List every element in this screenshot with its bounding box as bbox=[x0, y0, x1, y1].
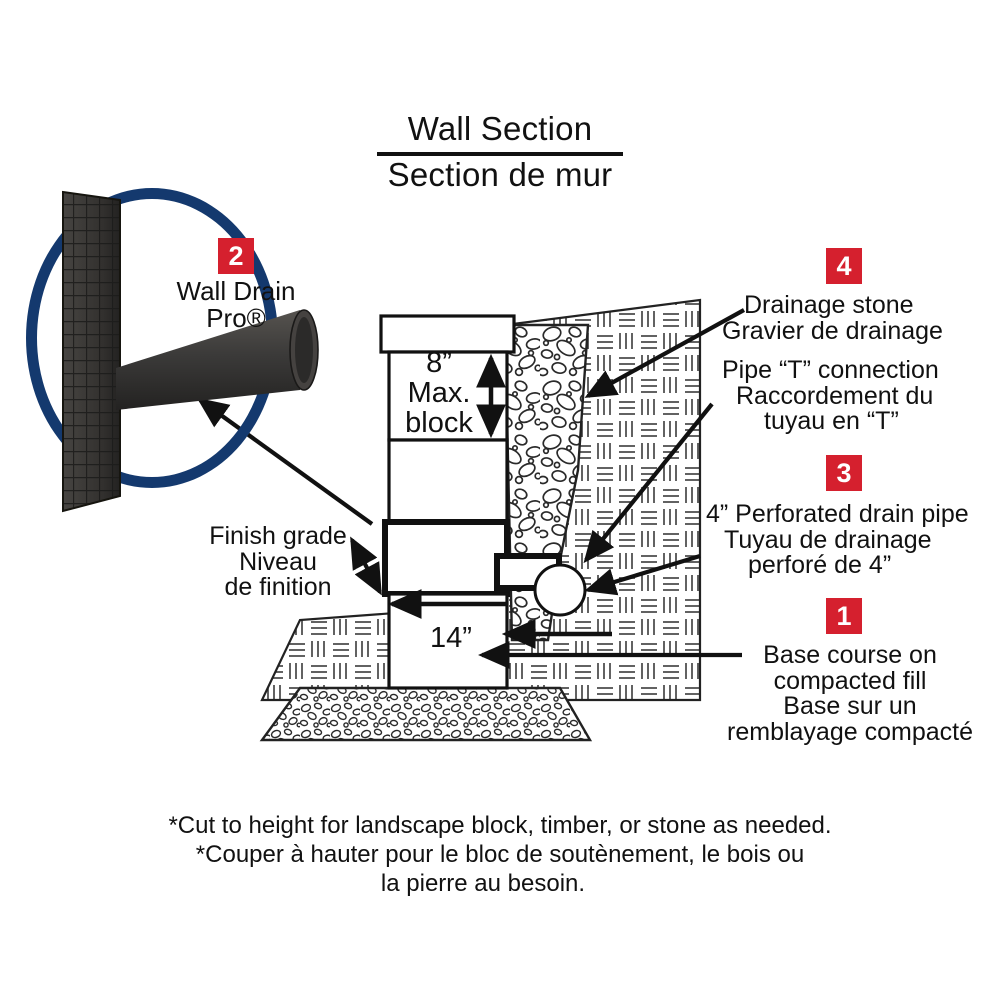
block-height-value: 8” bbox=[426, 347, 452, 379]
badge-1: 1 bbox=[826, 598, 862, 634]
base-course-french-2: remblayage compacté bbox=[727, 717, 973, 746]
wall-drain-pro-illustration: 2 Wall Drain Pro® bbox=[8, 178, 368, 538]
product-name-line2: Pro® bbox=[206, 302, 266, 333]
callout-drain-pipe: 4” Perforated drain pipe Tuyau de draina… bbox=[706, 500, 1000, 579]
pipe-t-english: Pipe “T” connection bbox=[722, 356, 939, 384]
base-course-french-1: Base sur un bbox=[783, 692, 917, 720]
pipe-t-french-1: Raccordement du bbox=[736, 381, 934, 410]
badge-3-wrap: 3 bbox=[826, 455, 862, 491]
leader-drain-pipe bbox=[584, 553, 701, 596]
title-divider bbox=[377, 151, 623, 156]
title-english: Wall Section bbox=[407, 110, 593, 147]
base-width-dimension bbox=[387, 589, 612, 649]
footnotes: *Cut to height for landscape block, timb… bbox=[0, 812, 1000, 898]
base-width-text: 14” bbox=[430, 622, 472, 654]
drain-pipe-english: 4” Perforated drain pipe bbox=[706, 500, 969, 528]
badge-1-wrap: 1 bbox=[826, 598, 862, 634]
callout-base-course: Base course on compacted fill Base sur u… bbox=[700, 641, 1000, 746]
block-height-note-1: Max. bbox=[407, 377, 471, 410]
badge-3: 3 bbox=[826, 455, 862, 491]
drain-pipe-french-2: perforé de 4” bbox=[748, 551, 892, 579]
buried-block-course bbox=[382, 519, 510, 597]
block-height-note-2: block bbox=[405, 407, 473, 440]
base-course-english-1: Base course on bbox=[763, 641, 937, 669]
callout-leaders bbox=[196, 308, 746, 669]
drain-outlet-pipe bbox=[116, 309, 319, 410]
footnote-line-3: la pierre au besoin. bbox=[380, 869, 586, 897]
callout-pipe-t: Pipe “T” connection Raccordement du tuya… bbox=[722, 356, 1000, 435]
drainage-stone-english: Drainage stone bbox=[744, 291, 914, 319]
base-course bbox=[259, 686, 593, 742]
finish-grade-french-2: de finition bbox=[224, 573, 332, 601]
wall-drain-pro-label: 2 Wall Drain Pro® bbox=[156, 238, 316, 331]
footnote-line-1: *Cut to height for landscape block, timb… bbox=[168, 812, 832, 839]
drain-pipe-french-1: Tuyau de drainage bbox=[724, 525, 932, 554]
leader-drainage-stone bbox=[584, 308, 746, 398]
cap-block bbox=[379, 314, 516, 354]
finish-grade-french-1: Niveau bbox=[239, 547, 317, 576]
footnote-line-2: *Couper à hauter pour le bloc de soutène… bbox=[195, 840, 805, 868]
title-french: Section de mur bbox=[387, 155, 613, 193]
finish-grade-callout: Finish grade Niveau de finition bbox=[196, 522, 360, 601]
base-course-english-2: compacted fill bbox=[773, 666, 927, 695]
badge-4-wrap: 4 bbox=[826, 248, 862, 284]
diagram-title: Wall Section Section de mur bbox=[0, 110, 1000, 193]
drain-panel bbox=[62, 190, 121, 513]
block-course-2 bbox=[387, 438, 509, 524]
badge-2: 2 bbox=[218, 238, 254, 274]
product-name: Wall Drain Pro® bbox=[156, 278, 316, 331]
wall-drain-pro-product bbox=[62, 190, 319, 513]
drainage-stone-french: Gravier de drainage bbox=[722, 316, 943, 345]
leader-pipe-t bbox=[583, 402, 714, 564]
product-name-line1: Wall Drain bbox=[176, 276, 296, 306]
perforated-drain-pipe bbox=[533, 563, 587, 617]
block-height-text: 8” Max. block bbox=[403, 347, 475, 440]
finish-grade-english: Finish grade bbox=[209, 522, 347, 550]
leader-finish-grade bbox=[350, 536, 382, 596]
badge-4: 4 bbox=[826, 248, 862, 284]
callout-drainage-stone: Drainage stone Gravier de drainage bbox=[722, 291, 1000, 344]
pipe-t-french-2: tuyau en “T” bbox=[764, 407, 899, 435]
